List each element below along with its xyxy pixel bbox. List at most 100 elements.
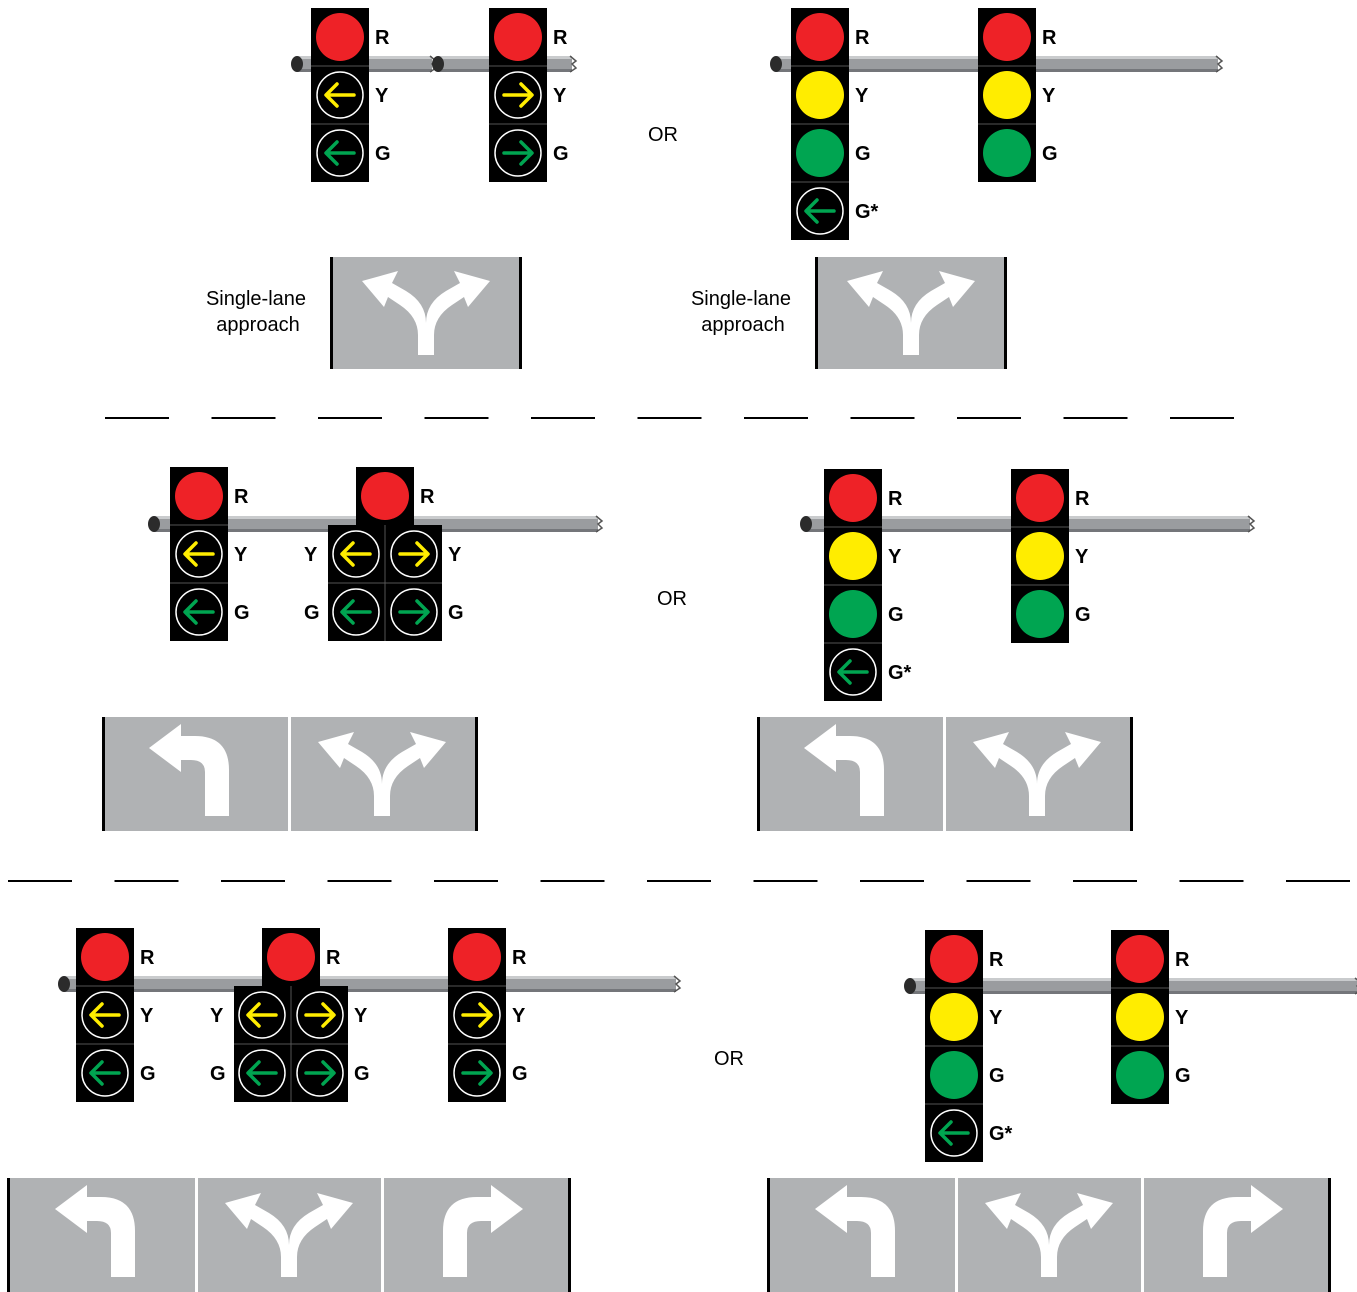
edge-line [475, 717, 478, 831]
lens-label: Y [512, 1005, 526, 1027]
yellow-ball-lens [930, 993, 978, 1041]
approach-label-line-2: approach [701, 314, 784, 336]
left-arrow-icon [340, 541, 372, 567]
divider-dash [637, 417, 702, 419]
divider-dash [647, 880, 711, 882]
lens-label: G [375, 143, 391, 165]
right-arrow-signal-head [489, 8, 547, 182]
divider-dash [540, 880, 605, 882]
left-pavement-arrow-icon [815, 1185, 895, 1277]
lane-surface [382, 1178, 568, 1292]
lens-label: R [326, 947, 341, 969]
edge-line [330, 257, 333, 369]
or-label-row-1: OR [648, 124, 678, 146]
right-arrow-icon [304, 1060, 336, 1086]
red-ball-lens [453, 933, 501, 981]
lane-line [381, 1178, 384, 1292]
lens-label: Y [304, 544, 318, 566]
divider-dash [8, 880, 72, 882]
yellow-ball-lens [1016, 532, 1064, 580]
red-ball-lens [930, 935, 978, 983]
divider-dash [744, 417, 808, 419]
lens-label: Y [234, 544, 248, 566]
lane-surface [1142, 1178, 1328, 1292]
red-ball-lens [361, 472, 409, 520]
lane-line [955, 1178, 958, 1292]
lane-line [1141, 1178, 1144, 1292]
left-through-right-pavement-arrow-icon [985, 1193, 1113, 1277]
left-arrow-icon [183, 599, 215, 625]
divider-dash [434, 880, 498, 882]
cluster-signal-head [328, 467, 442, 641]
or-label-row-2: OR [657, 588, 687, 610]
right-arrow-signal-head [448, 928, 506, 1102]
left-arrow-icon [324, 140, 356, 166]
lens-label: Y [989, 1007, 1003, 1029]
edge-line [519, 257, 522, 369]
lens-label: G [512, 1063, 528, 1085]
lens-label: G [1175, 1065, 1191, 1087]
lens-label: G [448, 602, 464, 624]
right-arrow-icon [461, 1002, 493, 1028]
lens-label: Y [888, 546, 902, 568]
divider-dash [211, 417, 276, 419]
lens-label: Y [855, 85, 869, 107]
lens-label: G [234, 602, 250, 624]
red-ball-lens [1016, 474, 1064, 522]
lens-label: Y [375, 85, 389, 107]
row-dividers [8, 417, 1350, 882]
lens-label: G* [855, 201, 879, 223]
circular-4-section-signal-head [824, 469, 882, 701]
edge-line [1130, 717, 1133, 831]
circular-3-section-signal-head [1011, 469, 1069, 643]
red-ball-lens [81, 933, 129, 981]
left-arrow-icon [89, 1002, 121, 1028]
green-ball-lens [1016, 590, 1064, 638]
red-ball-lens [267, 933, 315, 981]
circular-3-section-signal-head [978, 8, 1036, 182]
circular-3-section-signal-head [1111, 930, 1169, 1104]
left-arrow-icon [246, 1060, 278, 1086]
divider-dash [957, 417, 1021, 419]
mast-arm [58, 975, 682, 993]
yellow-ball-lens [1116, 993, 1164, 1041]
lens-label: G* [989, 1123, 1013, 1145]
lane-line [288, 717, 291, 831]
lane-surface [760, 717, 944, 831]
mast-arms [58, 55, 1357, 995]
divider-dash [1063, 417, 1128, 419]
lens-label: R [140, 947, 155, 969]
red-ball-lens [1116, 935, 1164, 983]
lens-label: G [140, 1063, 156, 1085]
left-arrow-signal-head [76, 928, 134, 1102]
left-through-right-pavement-arrow-icon [362, 271, 490, 355]
lens-label: Y [210, 1005, 224, 1027]
divider-dash [1170, 417, 1234, 419]
divider-dash [221, 880, 285, 882]
edge-line [757, 717, 760, 831]
approach-label-line-2: approach [216, 314, 299, 336]
lens-label: G [855, 143, 871, 165]
approach-label-line-1: Single-lane [691, 288, 791, 310]
red-ball-lens [494, 13, 542, 61]
lane-surface [105, 717, 289, 831]
lane-surface [10, 1178, 196, 1292]
lens-label: R [512, 947, 527, 969]
left-through-right-pavement-arrow-icon [847, 271, 975, 355]
left-through-right-pavement-arrow-icon [973, 732, 1101, 816]
edge-line [1328, 1178, 1331, 1292]
divider-dash [424, 417, 489, 419]
lens-label: R [420, 486, 435, 508]
green-ball-lens [1116, 1051, 1164, 1099]
edge-line [568, 1178, 571, 1292]
divider-dash [1073, 880, 1137, 882]
left-arrow-signal-head [170, 467, 228, 641]
circular-4-section-signal-head [925, 930, 983, 1162]
lens-label: Y [1075, 546, 1089, 568]
yellow-ball-lens [983, 71, 1031, 119]
divider-dash [966, 880, 1031, 882]
lane-line [943, 717, 946, 831]
red-ball-lens [796, 13, 844, 61]
green-ball-lens [930, 1051, 978, 1099]
green-ball-lens [796, 129, 844, 177]
